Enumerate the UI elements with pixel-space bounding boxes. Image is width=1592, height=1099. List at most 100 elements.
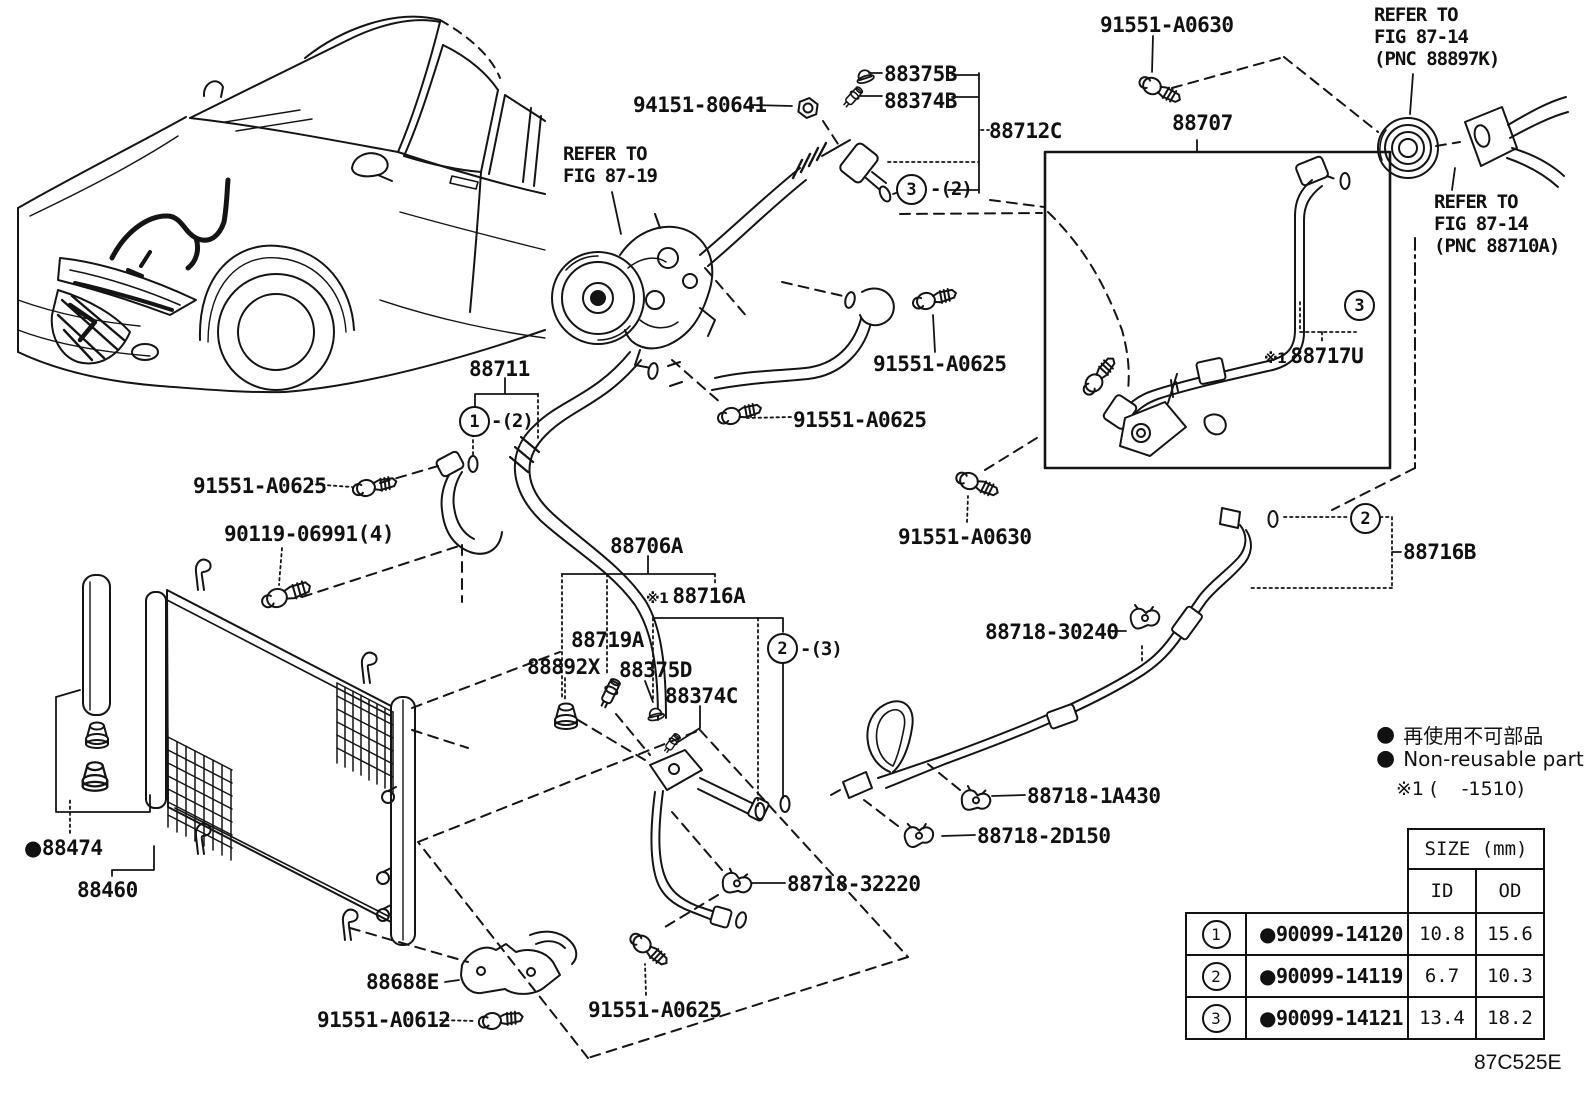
refer-note-fig-87-14-top: REFER TO FIG 87-14 (PNC 88897K) bbox=[1374, 4, 1500, 70]
part-label-88718-32220: 88718-32220 bbox=[787, 872, 921, 896]
non-reusable-dot: ● bbox=[1259, 922, 1276, 946]
car-outline bbox=[17, 15, 546, 394]
screw-91551-A0625-d bbox=[625, 928, 673, 971]
nut-94151-80641 bbox=[796, 95, 820, 121]
part-label-91551-A0625-a: 91551-A0625 bbox=[873, 352, 1007, 376]
figure-code: 87C525E bbox=[1474, 1051, 1562, 1074]
table-row-od: 10.3 bbox=[1475, 954, 1545, 998]
compressor bbox=[551, 213, 716, 369]
part-label-88716B: 88716B bbox=[1403, 540, 1476, 564]
clamp-88718-2D150 bbox=[902, 820, 936, 849]
clamp-88718-30240 bbox=[1129, 604, 1161, 630]
screw-91551-A0625-c bbox=[350, 472, 399, 500]
discharge-hose-88712C bbox=[699, 67, 903, 267]
part-label-88688E: 88688E bbox=[366, 970, 439, 994]
table-row-id: 13.4 bbox=[1407, 996, 1477, 1040]
part-label-88474: ●88474 bbox=[24, 835, 103, 861]
legend-en-text: Non-reusable part bbox=[1403, 747, 1584, 771]
part-label-88375B: 88375B bbox=[884, 62, 957, 86]
row-ref-circle: 3 bbox=[1201, 1003, 1231, 1033]
fin-grid-left bbox=[167, 736, 233, 861]
table-row-id: 10.8 bbox=[1407, 912, 1477, 956]
part-label-88892X: 88892X bbox=[527, 655, 600, 679]
part-label-88719A: 88719A bbox=[571, 628, 644, 652]
relation-dashes bbox=[301, 56, 1461, 1059]
note1-mark: ※1 bbox=[1264, 351, 1287, 367]
part-number: 90099-14119 bbox=[1275, 964, 1403, 988]
table-row-ref: 3 bbox=[1185, 996, 1247, 1040]
callout-qty-1a: -(2) bbox=[491, 410, 534, 432]
part-label-88718-2D150: 88718-2D150 bbox=[977, 824, 1111, 848]
part-label-91551-A0625-c: 91551-A0625 bbox=[193, 474, 327, 498]
bracket-88688E bbox=[460, 943, 561, 995]
part-label-90119-06991: 90119-06991(4) bbox=[224, 522, 395, 546]
part-label-91551-A0630-mid: 91551-A0630 bbox=[898, 525, 1032, 549]
fin-grid-right bbox=[336, 682, 394, 793]
non-reusable-dot: ● bbox=[1376, 721, 1396, 747]
part-label-91551-A0625-d: 91551-A0625 bbox=[588, 998, 722, 1022]
part-label-88460: 88460 bbox=[77, 878, 138, 902]
cap-88375D bbox=[645, 705, 666, 723]
firewall-grommet bbox=[1377, 96, 1569, 188]
table-row-od: 15.6 bbox=[1475, 912, 1545, 956]
refer-note-fig-87-14-bottom: REFER TO FIG 87-14 (PNC 88710A) bbox=[1434, 191, 1560, 257]
part-label-88374C: 88374C bbox=[665, 684, 738, 708]
part-label-88718-1A430: 88718-1A430 bbox=[1027, 784, 1161, 808]
size-table-col-id: ID bbox=[1407, 868, 1477, 914]
valve-core-88374C bbox=[661, 731, 683, 755]
condenser-bracket-1 bbox=[194, 558, 212, 591]
bolt-90119-06991 bbox=[258, 576, 314, 613]
legend-non-reusable-en: ● Non-reusable part bbox=[1376, 747, 1584, 771]
non-reusable-dot: ● bbox=[1259, 1006, 1276, 1030]
screw-91551-A0625-b bbox=[715, 399, 765, 429]
part-label-91551-A0625-b: 91551-A0625 bbox=[793, 408, 927, 432]
callout-qty-3a: -(2) bbox=[930, 178, 973, 200]
screw-91551-A0630-top bbox=[1135, 71, 1185, 108]
table-row-id: 6.7 bbox=[1407, 954, 1477, 998]
part-number: 90099-14121 bbox=[1275, 1006, 1403, 1030]
cushion-2 bbox=[81, 761, 109, 792]
callout-circle-2b: 2 bbox=[1350, 503, 1381, 534]
part-label-88374B: 88374B bbox=[884, 89, 957, 113]
part-label-88718-30240: 88718-30240 bbox=[985, 620, 1119, 644]
part-label-94151-80641: 94151-80641 bbox=[633, 93, 767, 117]
rear-cooler-pipes bbox=[719, 507, 1279, 898]
clamp-88718-1A430 bbox=[959, 784, 993, 814]
part-label-88375D: 88375D bbox=[619, 658, 692, 682]
part-label-88706A: 88706A bbox=[610, 534, 683, 558]
callout-qty-2a: -(3) bbox=[800, 638, 843, 660]
row-ref-circle: 1 bbox=[1201, 919, 1231, 949]
grommet-88892X bbox=[554, 702, 578, 730]
cushion-1 bbox=[85, 721, 109, 749]
size-table: SIZE (mm) ID OD 1 ●90099-14120 10.8 15.6… bbox=[1185, 828, 1545, 1040]
table-row-part: ●90099-14120 bbox=[1245, 912, 1409, 956]
note1-mark: ※1 bbox=[646, 591, 669, 607]
part-label-91551-A0630-top: 91551-A0630 bbox=[1100, 13, 1234, 37]
refer-note-fig-87-19: REFER TO FIG 87-19 bbox=[563, 143, 658, 187]
part-label-88712C: 88712C bbox=[989, 119, 1062, 143]
part-number-88716A: 88716A bbox=[672, 584, 746, 608]
condenser-bracket-2 bbox=[360, 651, 378, 684]
leader-lines bbox=[111, 35, 1456, 983]
part-label-91551-A0612: 91551-A0612 bbox=[317, 1008, 451, 1032]
table-row-od: 18.2 bbox=[1475, 996, 1545, 1040]
receiver-drier bbox=[82, 574, 111, 716]
part-number-88717U: 88717U bbox=[1290, 344, 1364, 368]
legend-non-reusable-jp: ● 再使用不可部品 bbox=[1376, 720, 1543, 749]
valve-88374B bbox=[840, 84, 866, 110]
screw-91551-A0630-mid bbox=[952, 467, 1002, 502]
size-table-col-od: OD bbox=[1475, 868, 1545, 914]
callout-circle-3a: 3 bbox=[896, 174, 927, 205]
callout-circle-1a: 1 bbox=[459, 406, 490, 437]
part-number: 90099-14120 bbox=[1275, 922, 1403, 946]
clamp-88718-32220 bbox=[719, 866, 755, 898]
screw-91551-A0612 bbox=[476, 1007, 525, 1032]
suction-hose-88711 bbox=[435, 287, 895, 721]
dotted-leaders bbox=[69, 129, 1393, 1022]
non-reusable-dot: ● bbox=[24, 836, 42, 860]
cap-88375B bbox=[853, 67, 876, 86]
liquid-pipe-box-88707 bbox=[1043, 150, 1392, 470]
